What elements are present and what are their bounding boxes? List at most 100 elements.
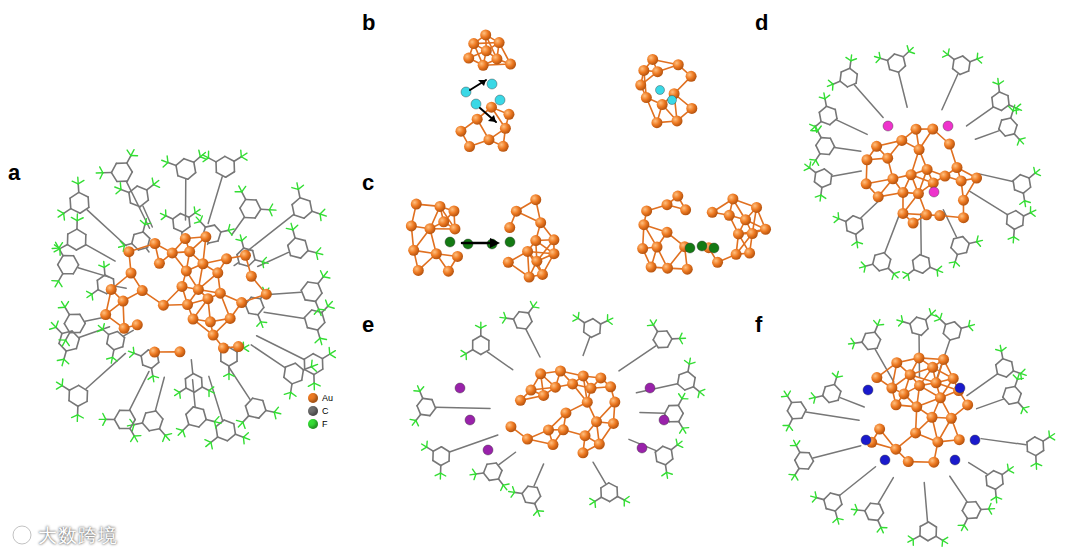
gold-atom [132, 319, 143, 330]
bond-line [694, 387, 700, 392]
bond-line [811, 127, 816, 131]
bond-line [967, 374, 998, 396]
bond-line [473, 350, 481, 355]
bond-line [461, 354, 466, 357]
aryl-ligand [176, 407, 220, 437]
bond-line [214, 417, 218, 422]
bond-line [677, 445, 682, 447]
bond-line [901, 316, 902, 322]
bond-line [595, 497, 601, 501]
bond-line [913, 260, 914, 269]
bond-line [307, 328, 317, 330]
bond-line [69, 385, 78, 390]
double-arrow [470, 80, 496, 122]
bond-line [257, 322, 261, 326]
bond-line [208, 177, 222, 224]
bond-line [195, 209, 200, 212]
bond-line [134, 423, 142, 425]
bond-line [636, 384, 677, 393]
gold-atom [635, 80, 646, 91]
bond-line [846, 221, 847, 230]
bond-line [253, 251, 255, 260]
legend-text: F [322, 420, 328, 429]
bond-line [66, 333, 70, 340]
panel-label: d [755, 12, 768, 34]
bond-line [824, 93, 825, 99]
gold-atom [522, 434, 533, 445]
bond-line [528, 486, 537, 487]
bond-line [233, 161, 235, 171]
bond-line [196, 217, 200, 221]
bond-line [892, 274, 894, 280]
bond-line [69, 401, 78, 407]
bond-line [195, 213, 200, 216]
bond-line [665, 459, 672, 465]
aryl-ligand [304, 348, 335, 390]
bond-line [67, 245, 76, 250]
bond-line [328, 306, 334, 308]
bond-line [98, 290, 106, 294]
bond-line [188, 173, 196, 180]
bond-line [970, 59, 977, 62]
bond-line [888, 259, 890, 268]
bond-line [245, 406, 248, 416]
bond-line [461, 350, 466, 353]
bond-line [653, 320, 656, 325]
bond-line [194, 387, 202, 392]
bond-line [234, 157, 241, 162]
bond-line [295, 238, 305, 241]
gold-atom [193, 284, 204, 295]
bond-line [923, 267, 930, 273]
bond-line [665, 465, 666, 473]
bond-line [986, 471, 994, 476]
bond-line [977, 399, 1004, 409]
bond-line [593, 319, 601, 324]
bond-line [873, 255, 875, 264]
bond-line [672, 338, 680, 340]
gold-atom [483, 134, 494, 145]
bond-line [816, 498, 823, 500]
bond-line [218, 232, 221, 241]
bond-line [668, 339, 672, 347]
bond-line [624, 500, 629, 503]
bond-line [228, 229, 234, 230]
aryl-ligand [655, 439, 682, 478]
bond-line [186, 407, 193, 414]
bond-line [245, 217, 255, 219]
bond-line [199, 420, 206, 427]
bond-line [441, 473, 446, 476]
bond-line [963, 56, 970, 62]
bond-line [624, 497, 629, 500]
aryl-ligand [1003, 374, 1029, 414]
bond-line [795, 469, 799, 475]
bond-line [953, 59, 954, 68]
bond-line [175, 392, 180, 395]
bond-line [123, 338, 125, 347]
bond-line [154, 180, 159, 184]
aryl-ligand [174, 374, 214, 399]
bond-line [143, 365, 152, 368]
bond-line [583, 337, 590, 355]
bond-line [821, 137, 830, 139]
gold-atom [914, 380, 925, 391]
bond-line [787, 396, 791, 402]
gold-atom [240, 250, 251, 261]
gold-atom [515, 395, 526, 406]
bond-line [987, 485, 996, 489]
gold-atom [468, 38, 479, 49]
bond-line [590, 501, 595, 504]
bond-line [825, 95, 830, 99]
bond-line [526, 502, 535, 503]
gold-cluster [503, 194, 560, 282]
bond-line [977, 59, 981, 63]
gold-atom [911, 401, 922, 412]
bond-line [107, 335, 109, 344]
bond-line [107, 344, 114, 350]
bond-line [1030, 210, 1035, 213]
aryl-ligand [194, 216, 234, 243]
bond-line [787, 403, 791, 411]
bond-line [878, 513, 884, 521]
gold-atom [449, 223, 460, 234]
heteroatom [863, 385, 873, 395]
bond-line [951, 239, 954, 248]
